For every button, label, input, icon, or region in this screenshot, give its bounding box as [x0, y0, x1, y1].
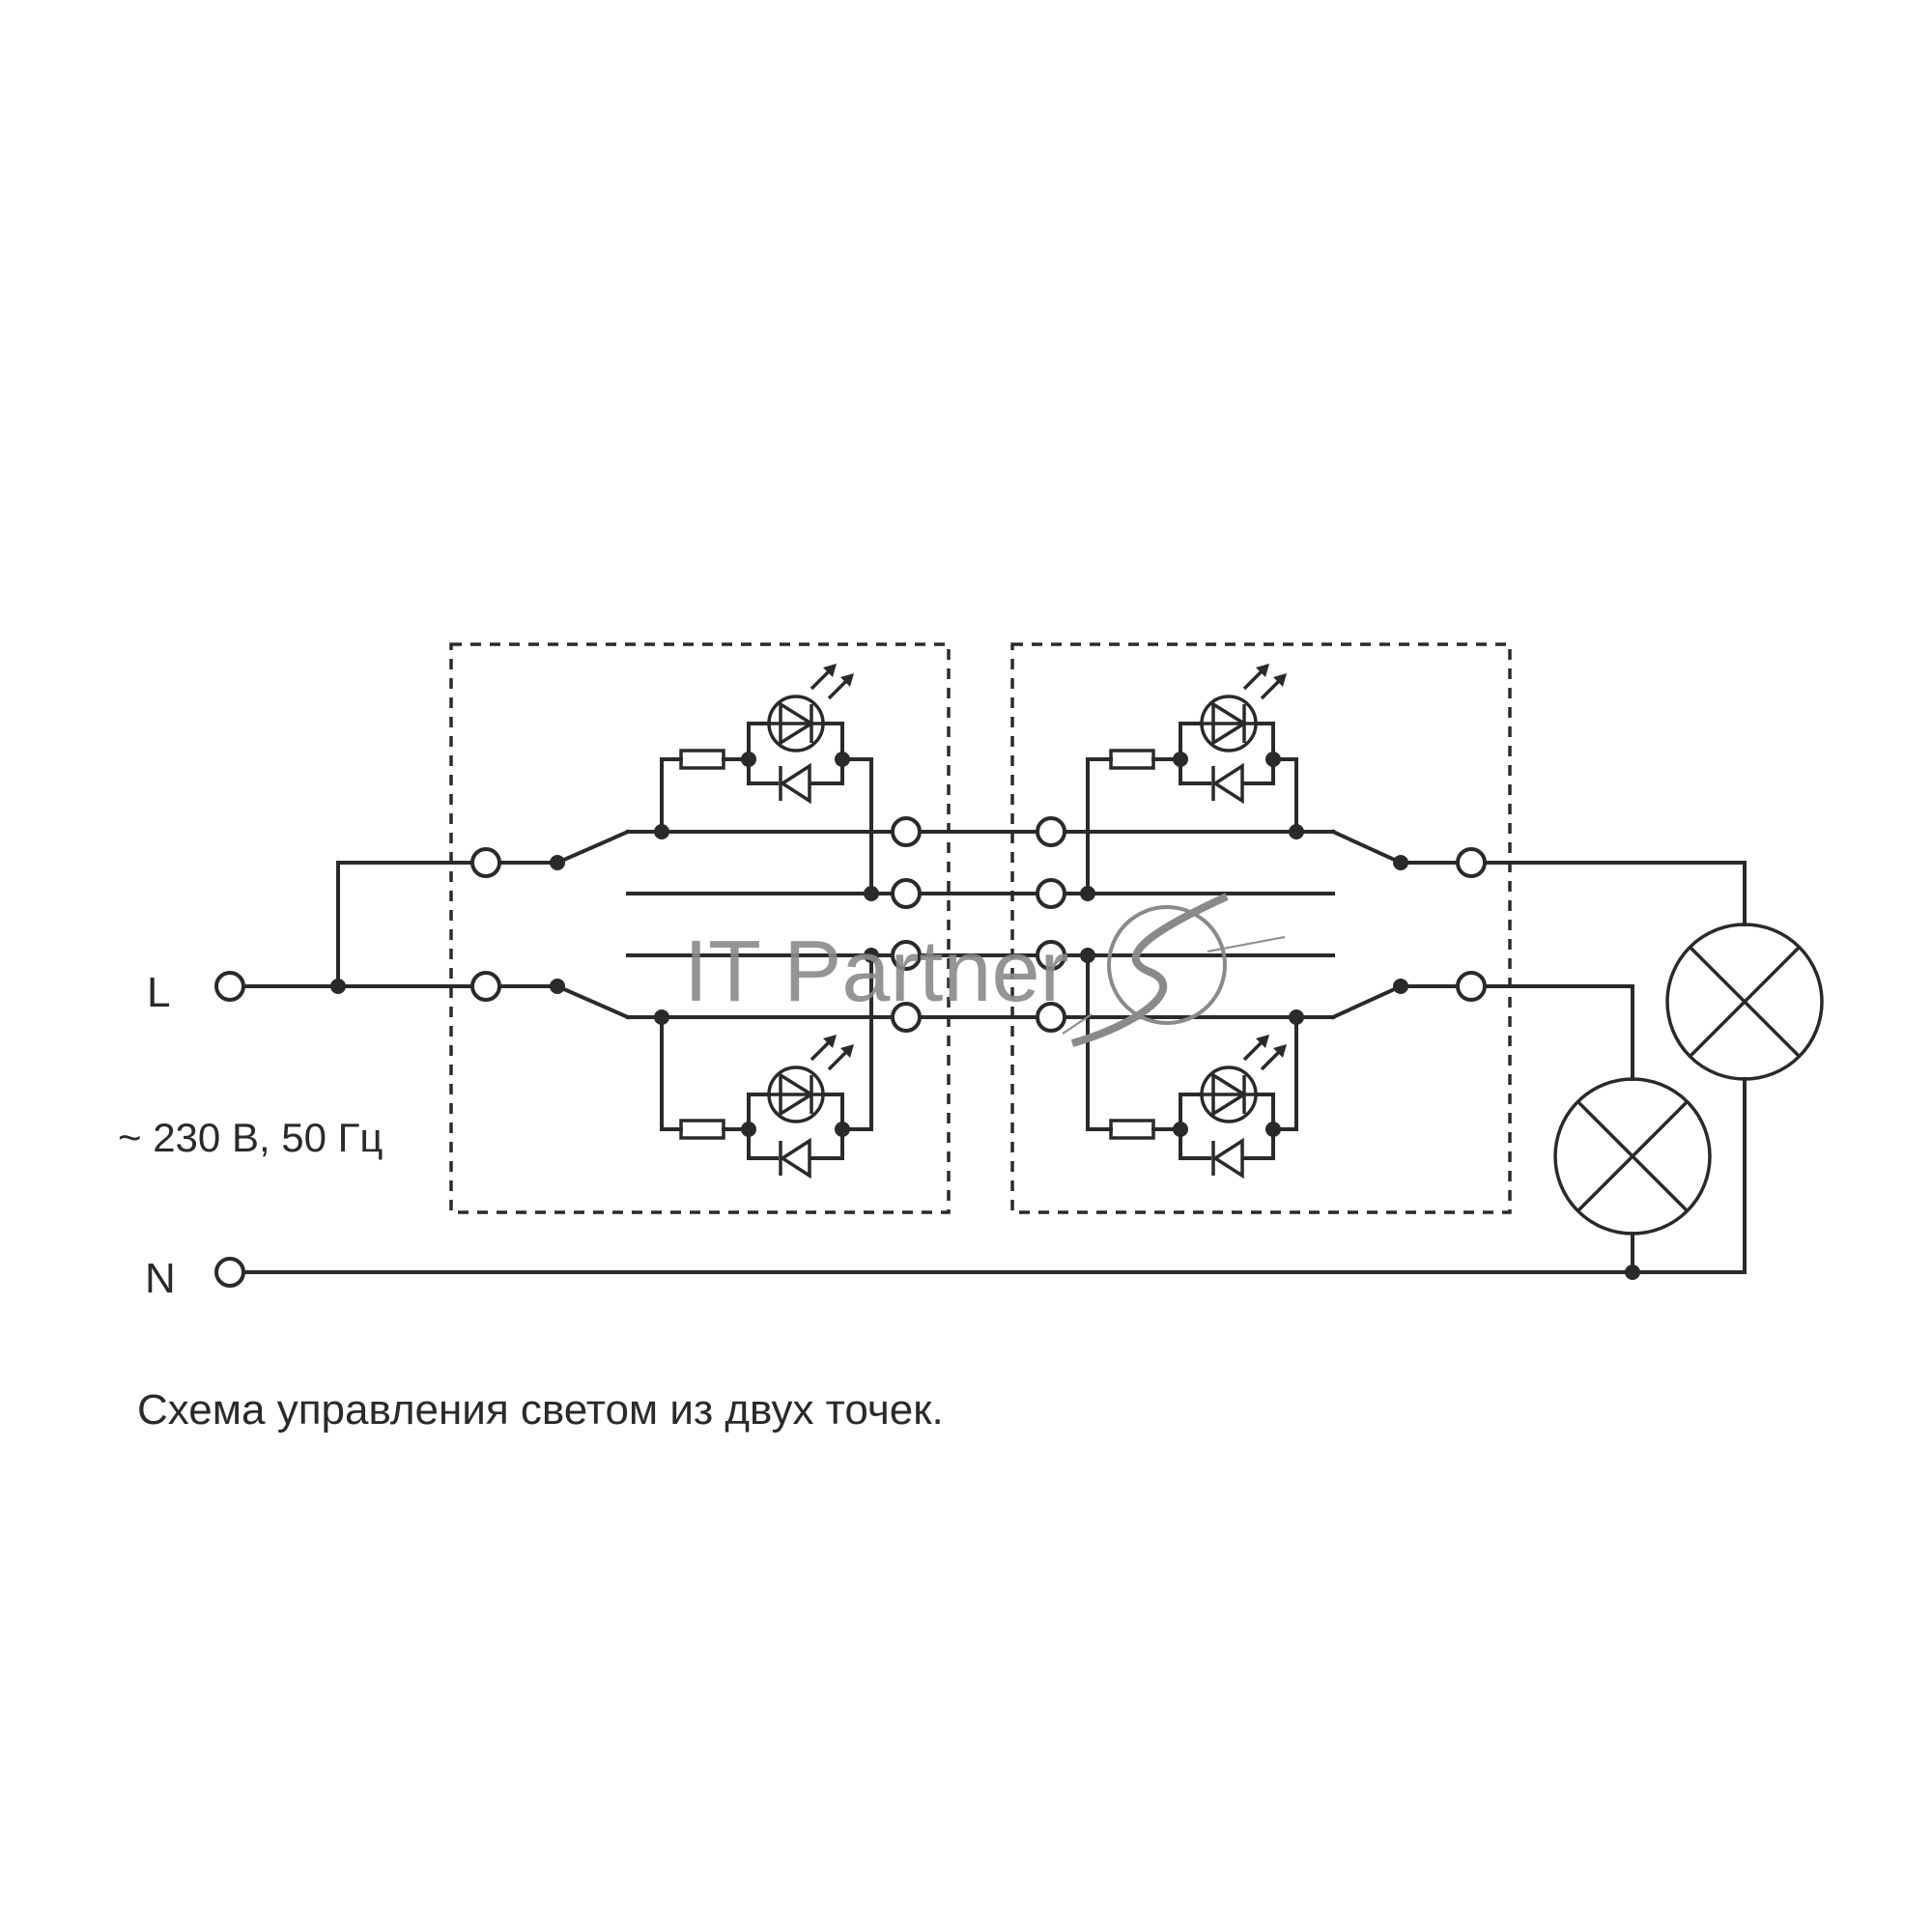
junction-nodes — [330, 752, 1640, 1280]
neutral-label: N — [145, 1255, 176, 1302]
terminals — [214, 816, 1487, 1288]
switch-housing-right — [1010, 642, 1512, 1214]
watermark-text: IT Partner — [684, 923, 1069, 1020]
supply-label: ~ 230 В, 50 Гц — [118, 1115, 383, 1160]
indicator-right-top — [1086, 662, 1298, 895]
lamp-1 — [1665, 923, 1824, 1081]
watermark: IT Partner — [684, 893, 1286, 1047]
watermark-logo — [1062, 893, 1286, 1047]
indicator-left-bottom — [660, 953, 873, 1178]
phase-label: L — [147, 969, 170, 1016]
phase-wiring — [242, 861, 559, 988]
lamp-2 — [1553, 1077, 1712, 1236]
switch-housing-left — [449, 642, 951, 1214]
traveler-links — [918, 830, 1040, 1019]
left-switches — [554, 829, 895, 1020]
indicator-right-bottom — [1086, 953, 1298, 1178]
indicator-left-top — [660, 662, 873, 895]
diagram-caption: Схема управления светом из двух точек. — [137, 1386, 944, 1434]
